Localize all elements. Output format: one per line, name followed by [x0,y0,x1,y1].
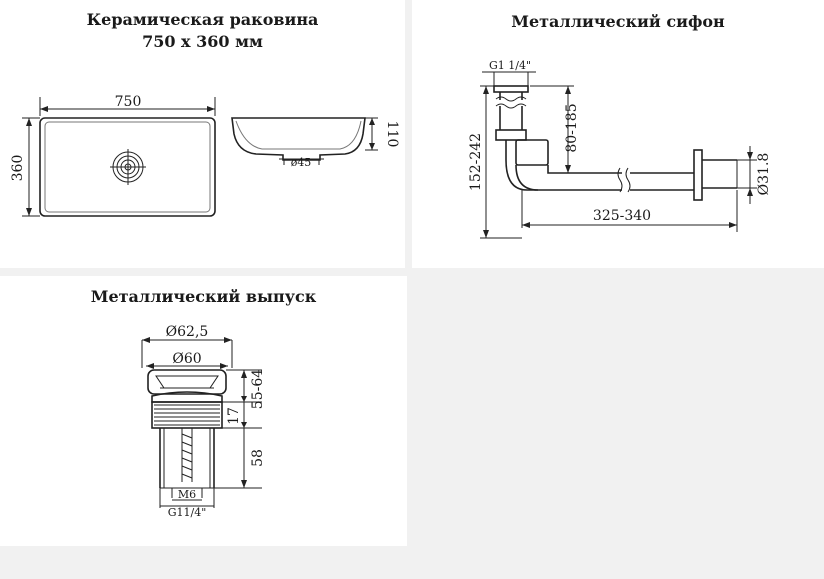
sink-top-view [39,117,216,217]
drain-body-label: 58 [250,449,266,467]
drain-thread-dimension: G11/4" [159,488,215,519]
siphon-outlet-pipe [617,149,738,201]
drain-title: Металлический выпуск [90,287,317,306]
drain-inner-label: Ø60 [172,351,201,367]
drain-bolt-label: M6 [178,488,196,501]
drain-inner-dimension: Ø60 [146,351,228,369]
empty-area [414,276,824,579]
siphon-height-label: 152-242 [468,133,484,191]
sink-height-label: 360 [10,155,26,182]
drain-grate-icon [110,149,146,185]
drain-collar-label: 17 [226,407,242,425]
drain-height-dimension: 55-64 17 58 [214,369,266,489]
sink-width-dimension: 750 [39,94,216,116]
sink-drawing: 750 360 [10,94,400,217]
siphon-drawing: G1 1/4" [468,59,772,239]
drain-thread-label: G11/4" [168,506,207,519]
siphon-thread-label: G1 1/4" [489,59,531,72]
drain-bolt-dimension: M6 [171,488,203,501]
sink-height-dimension: 360 [10,117,40,217]
sink-depth-label: 110 [384,121,400,148]
drain-height-range-label: 55-64 [250,369,266,409]
sink-width-label: 750 [115,94,142,110]
drain-outer-label: Ø62,5 [166,324,209,340]
siphon-length-dimension: 325-340 [522,190,738,232]
siphon-outlet-dimension: Ø31.8 [737,146,772,204]
drain-diameter-label: ø45 [291,156,312,169]
siphon-panel: Металлический сифон G1 1/4" [412,0,824,268]
drain-head [147,369,227,395]
siphon-inlet-tube [493,85,529,141]
sink-side-view: ø45 110 [231,117,400,169]
drain-drawing: Ø62,5 Ø60 [141,324,266,519]
sink-size-subtitle: 750 х 360 мм [142,32,263,51]
drain-panel: Металлический выпуск Ø62,5 Ø60 [0,276,407,546]
siphon-height-dimension: 152-242 [468,85,522,239]
siphon-adjust-label: 80-185 [564,103,580,152]
drain-thread [151,391,223,429]
drain-outer-dimension: Ø62,5 [141,324,233,368]
siphon-length-label: 325-340 [593,208,651,224]
siphon-title: Металлический сифон [511,12,725,31]
drain-body [159,428,215,489]
siphon-outlet-label: Ø31.8 [756,153,772,196]
sink-title: Керамическая раковина [86,10,319,29]
sink-panel: Керамическая раковина 750 х 360 мм 750 3… [0,0,405,268]
siphon-adjust-dimension: 80-185 [530,85,580,174]
